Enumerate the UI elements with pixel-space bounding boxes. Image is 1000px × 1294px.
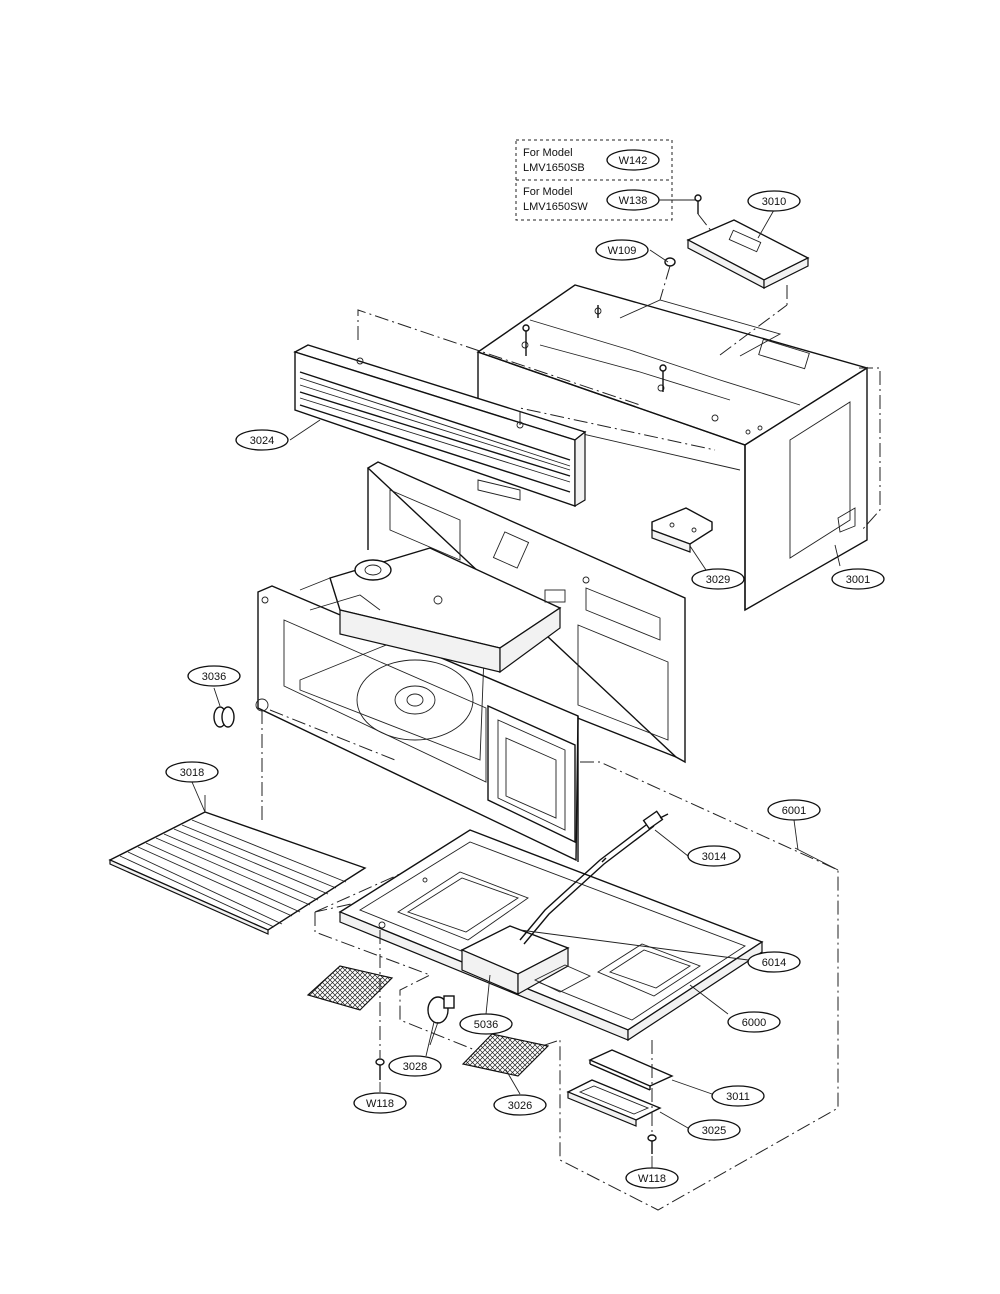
oven-chassis [255,461,686,862]
callout-oval-3025 [687,1119,741,1141]
cabinet-screws [522,305,667,392]
legend2-line2: LMV1650SW [523,201,588,213]
callout-w142: W142 [619,155,648,167]
callout-3018: 3018 [180,767,204,779]
vent-grille-3024 [293,309,716,508]
callout-oval-3029 [691,568,745,590]
callout-oval-w109 [595,239,649,261]
callout-oval-6000 [727,1011,781,1033]
callout-w118-left: W118 [366,1098,394,1110]
callout-oval-3001 [831,568,885,590]
callout-oval-w118-left [353,1092,407,1114]
callout-3026: 3026 [508,1100,532,1112]
lamp-3028 [427,995,455,1046]
callout-oval-6001 [767,799,821,821]
callout-w118-right: W118 [638,1173,666,1185]
legend2-line1: For Model [523,186,573,198]
callout-oval-3010 [747,190,801,212]
callout-3010: 3010 [762,196,786,208]
callout-5036: 5036 [474,1019,498,1031]
callout-oval-w118-right [625,1167,679,1189]
filter-left [306,965,394,1011]
callout-3001: 3001 [846,574,870,586]
callout-oval-w142 [606,149,660,171]
screw-w109 [659,257,676,301]
callout-3028: 3028 [403,1061,427,1073]
rack-3018 [108,795,367,935]
callout-oval-5036 [459,1013,513,1035]
callout-leaders [191,209,841,1168]
legend1-line1: For Model [523,147,573,159]
callout-oval-6014 [747,951,801,973]
callout-3014: 3014 [702,851,726,863]
base-plate-6000 [338,829,764,1042]
callout-w109: W109 [608,245,637,257]
callout-3024: 3024 [250,435,274,447]
callout-3029: 3029 [706,574,730,586]
callout-oval-3014 [687,845,741,867]
screw-w118-left [375,930,385,1080]
model-legend: For Model LMV1650SB W142 For Model LMV16… [515,139,696,221]
callout-labels: 3010 W109 3024 3029 3001 3036 3018 6001 … [165,190,885,1189]
callout-6001: 6001 [782,805,806,817]
callout-oval-3018 [165,761,219,783]
callout-oval-3028 [388,1055,442,1077]
lamp-frame-3025 [566,1079,662,1127]
callout-6000: 6000 [742,1017,766,1029]
callout-oval-3011 [711,1085,765,1107]
latch-3036 [213,706,235,728]
callout-3036: 3036 [202,671,226,683]
power-cord-3014 [519,810,669,945]
legend1-line2: LMV1650SB [523,162,585,174]
filter-3026 [461,1033,550,1077]
screw-w118-right [647,1040,657,1154]
callout-w138: W138 [619,195,648,207]
callout-oval-3024 [235,429,289,451]
pcb-plate-3010 [686,194,810,356]
callout-3025: 3025 [702,1125,726,1137]
callout-oval-3026 [493,1094,547,1116]
bracket-3029 [651,507,713,553]
callout-3011: 3011 [726,1091,750,1103]
callout-oval-3036 [187,665,241,687]
callout-6014: 6014 [762,957,786,969]
